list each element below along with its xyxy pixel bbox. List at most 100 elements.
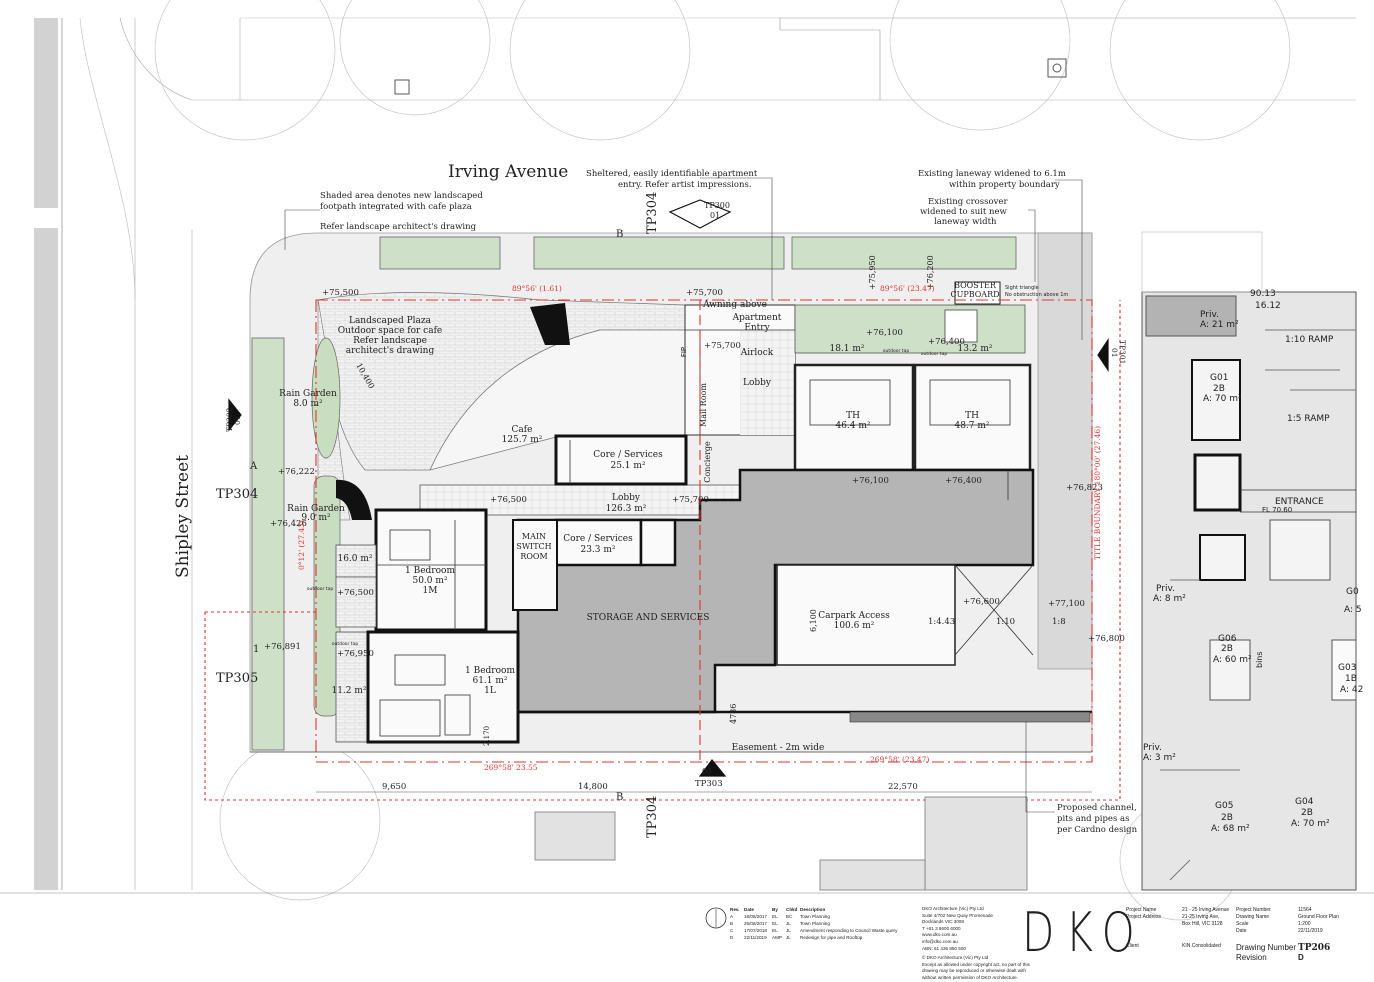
notes: Shaded area denotes new landscaped footp…: [320, 169, 1138, 835]
svg-text:B: B: [616, 229, 623, 240]
svg-text:90.13: 90.13: [1250, 289, 1276, 299]
svg-text:23.3 m²: 23.3 m²: [580, 545, 615, 555]
svg-text:1L: 1L: [484, 686, 496, 696]
svg-text:G03: G03: [1338, 663, 1356, 673]
rev-header: Rev.: [730, 907, 740, 912]
svg-text:Priv.: Priv.: [1143, 743, 1162, 753]
desc-header: Description: [800, 907, 826, 912]
svg-text:TP301: TP301: [1118, 340, 1127, 364]
svg-text:laneway width: laneway width: [934, 217, 997, 227]
neighbour-labels: Priv. A: 21 m² G01 2B A: 70 m² 1:10 RAMP…: [1143, 289, 1363, 834]
by-header: By: [772, 907, 778, 912]
svg-text:1 Bedroom: 1 Bedroom: [465, 666, 515, 676]
svg-text:A: 70 m²: A: 70 m²: [1291, 819, 1330, 829]
svg-text:+76,100: +76,100: [866, 328, 903, 338]
firm-details: DKO Architecture (Vic) Pty Ltd Suite 4/7…: [922, 906, 1030, 980]
svg-text:16.0 m²: 16.0 m²: [337, 554, 372, 564]
svg-text:TH: TH: [846, 411, 860, 421]
svg-text:Existing crossover: Existing crossover: [928, 197, 1008, 207]
svg-text:Sheltered, easily identifiable: Sheltered, easily identifiable apartment: [586, 169, 758, 179]
svg-text:STORAGE AND SERVICES: STORAGE AND SERVICES: [587, 613, 710, 623]
svg-text:A: A: [249, 461, 258, 472]
svg-text:ROOM: ROOM: [520, 552, 547, 561]
dko-logo: DKO: [1022, 901, 1146, 964]
svg-text:+75,700: +75,700: [686, 288, 723, 298]
svg-text:01: 01: [1110, 348, 1119, 358]
svg-text:Refer landscape: Refer landscape: [353, 336, 427, 346]
svg-text:9.0 m²: 9.0 m²: [301, 513, 331, 523]
svg-text:2B: 2B: [1213, 384, 1225, 394]
svg-text:Lobby: Lobby: [612, 493, 641, 503]
svg-text:Apartment: Apartment: [732, 313, 782, 323]
shipley-street-label: Shipley Street: [173, 455, 193, 578]
svg-text:TP305: TP305: [216, 671, 258, 686]
svg-text:entry. Refer artist impression: entry. Refer artist impressions.: [618, 180, 752, 190]
svg-text:A: 8 m²: A: 8 m²: [1153, 594, 1186, 604]
svg-text:+75,700: +75,700: [672, 495, 709, 505]
svg-text:A: 21 m²: A: 21 m²: [1200, 320, 1239, 330]
irving-avenue-label: Irving Avenue: [448, 162, 568, 182]
svg-text:+77,100: +77,100: [1048, 599, 1085, 609]
section-references: TP304 B TP300 01 TP302 01 TP301 01 TP303…: [216, 192, 1127, 838]
svg-text:+76,222: +76,222: [278, 467, 315, 477]
svg-text:Carpark Access: Carpark Access: [818, 611, 890, 621]
svg-text:Existing laneway widened to 6.: Existing laneway widened to 6.1m: [918, 169, 1066, 179]
svg-text:1:5 RAMP: 1:5 RAMP: [1287, 414, 1330, 424]
svg-text:01: 01: [702, 767, 713, 777]
svg-text:269°58' (23.47): 269°58' (23.47): [870, 755, 929, 764]
svg-text:+76,600: +76,600: [963, 597, 1000, 607]
svg-text:A: 5: A: 5: [1344, 605, 1362, 615]
pit-icon: [1047, 58, 1067, 78]
svg-text:G0: G0: [1346, 587, 1359, 597]
svg-text:+76,950: +76,950: [337, 649, 374, 659]
room-labels: Landscaped Plaza Outdoor space for cafe …: [279, 281, 999, 753]
svg-text:Proposed channel,: Proposed channel,: [1057, 803, 1137, 813]
svg-text:A: 68 m²: A: 68 m²: [1211, 824, 1250, 834]
svg-text:Mail Room: Mail Room: [699, 383, 708, 427]
interior-lines: [376, 329, 1034, 737]
svg-text:outdoor tap: outdoor tap: [921, 351, 948, 357]
level-labels: +75,500 +75,700 +75,950 +76,200 +75,700 …: [264, 255, 1125, 659]
svg-text:Refer landscape architect's dr: Refer landscape architect's drawing: [320, 222, 477, 232]
svg-text:9,650: 9,650: [382, 782, 406, 792]
svg-text:6,100: 6,100: [809, 609, 818, 632]
svg-text:+75,700: +75,700: [704, 341, 741, 351]
svg-text:1: 1: [253, 644, 259, 655]
booster-cupboard: [954, 281, 1001, 305]
svg-text:46.4 m²: 46.4 m²: [835, 421, 870, 431]
svg-text:TP304: TP304: [645, 796, 660, 838]
svg-text:architect's drawing: architect's drawing: [346, 346, 435, 356]
svg-text:BOOSTER: BOOSTER: [954, 281, 997, 290]
svg-text:TP304: TP304: [216, 487, 258, 502]
date-header: Date: [744, 907, 754, 912]
svg-text:4786: 4786: [729, 704, 738, 724]
svg-text:89°56' (1.61): 89°56' (1.61): [512, 284, 562, 293]
svg-text:A: 42: A: 42: [1340, 685, 1363, 695]
svg-text:2B: 2B: [1221, 644, 1233, 654]
svg-text:22,570: 22,570: [888, 782, 918, 792]
svg-text:TP302: TP302: [225, 407, 234, 432]
svg-text:G01: G01: [1210, 373, 1228, 383]
svg-text:+76,823: +76,823: [1066, 483, 1103, 493]
section-markers: [228, 199, 1109, 777]
svg-text:outdoor tap: outdoor tap: [883, 348, 910, 354]
svg-text:Priv.: Priv.: [1156, 584, 1175, 594]
svg-text:125.7 m²: 125.7 m²: [502, 435, 543, 445]
svg-text:Sight triangle: Sight triangle: [1005, 285, 1039, 291]
annotation-leaders: [284, 177, 1083, 813]
svg-text:+76,400: +76,400: [945, 476, 982, 486]
svg-text:2B: 2B: [1301, 808, 1313, 818]
title-boundary: [204, 299, 1121, 801]
svg-text:widened to suit new: widened to suit new: [920, 207, 1008, 217]
svg-text:Concierge: Concierge: [703, 441, 712, 483]
svg-text:A: 70 m²: A: 70 m²: [1203, 394, 1242, 404]
svg-text:Easement - 2m wide: Easement - 2m wide: [732, 743, 825, 753]
svg-text:TP304: TP304: [645, 192, 660, 234]
svg-text:CUPBOARD: CUPBOARD: [950, 290, 999, 299]
